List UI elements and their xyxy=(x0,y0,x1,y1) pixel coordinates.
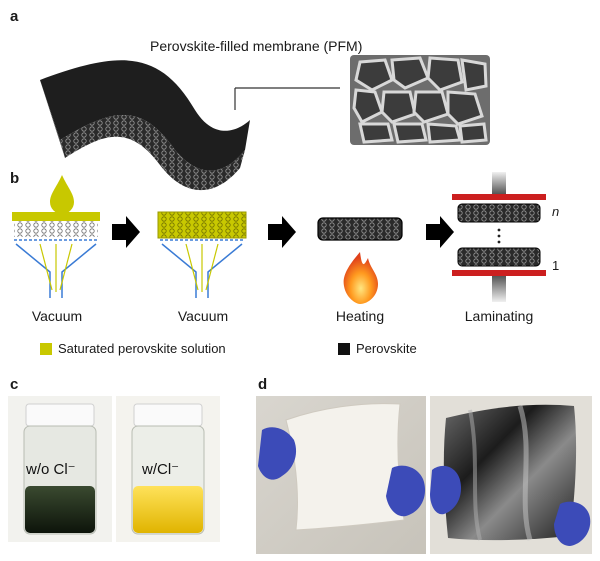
process-arrow-icon xyxy=(426,216,454,248)
legend-swatch-solution xyxy=(40,343,52,355)
step-label-vacuum-2: Vacuum xyxy=(177,308,229,324)
legend-label-perovskite: Perovskite xyxy=(356,341,417,356)
panel-letter-b: b xyxy=(10,170,20,187)
step-label-heating: Heating xyxy=(335,308,385,324)
solution-droplet-icon xyxy=(50,175,74,214)
flame-icon xyxy=(343,252,378,304)
legend-label-solution: Saturated perovskite solution xyxy=(58,341,226,356)
vial-right-label: w/Cl⁻ xyxy=(142,461,180,478)
stack-bottom-label: 1 xyxy=(552,258,560,273)
pfm-microstructure-image xyxy=(350,55,490,145)
stack-top-label: n xyxy=(552,204,560,219)
step3-illustration xyxy=(317,217,403,304)
step4-illustration xyxy=(452,172,546,302)
black-film-photo xyxy=(430,396,592,554)
pfm-label: Perovskite-filled membrane (PFM) xyxy=(150,38,363,54)
process-arrow-icon xyxy=(268,216,296,248)
panel-letter-a: a xyxy=(10,8,19,25)
panel-letter-c: c xyxy=(10,376,19,393)
step1-illustration xyxy=(12,175,100,298)
vial-photo-left xyxy=(8,396,112,542)
step-label-laminating: Laminating xyxy=(464,308,534,324)
white-film-photo xyxy=(256,396,426,554)
step-label-vacuum-1: Vacuum xyxy=(31,308,83,324)
process-arrow-icon xyxy=(112,216,140,248)
vial-photo-right xyxy=(116,396,220,542)
step2-illustration xyxy=(157,211,247,298)
vial-left-label: w/o Cl⁻ xyxy=(26,461,76,478)
panel-letter-d: d xyxy=(258,376,268,393)
legend-swatch-perovskite xyxy=(338,343,350,355)
panel-a-membrane-illustration xyxy=(40,60,250,191)
